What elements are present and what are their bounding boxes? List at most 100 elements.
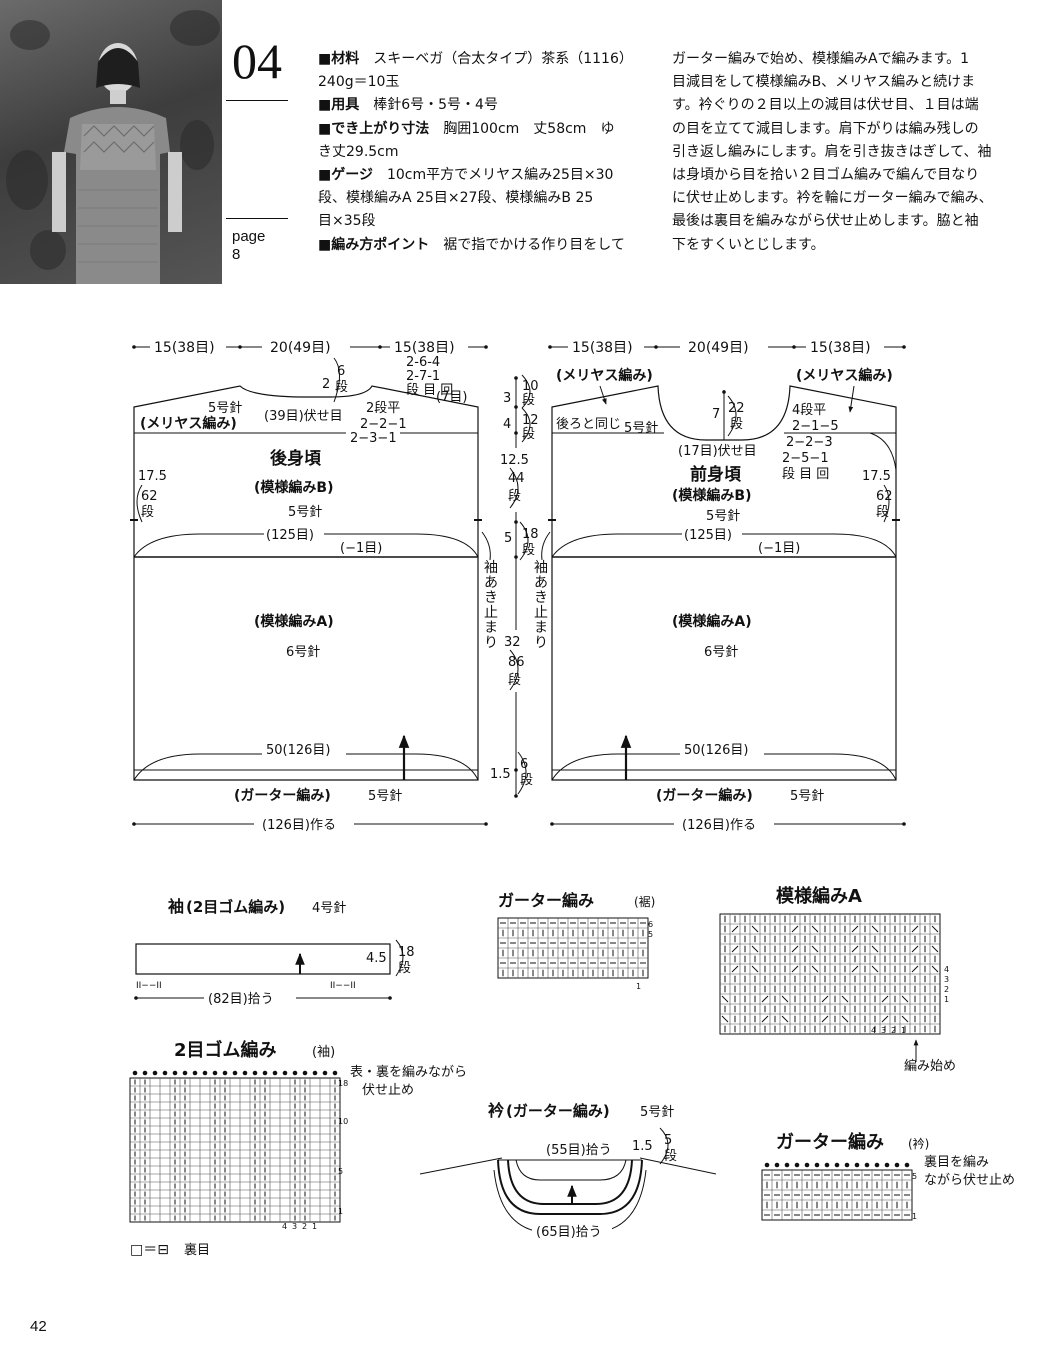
front-top-w2: 20(49目)	[688, 340, 749, 356]
page-label: page	[232, 228, 266, 245]
collar-sub: (ガーター編み)	[506, 1102, 610, 1120]
back-neck-2: 2	[322, 377, 330, 392]
front-neck-251: 2−5−1	[782, 451, 829, 466]
dim-3: 3	[503, 391, 511, 406]
materials-value: 段、模様編みA 25目×27段、模様編みB 25	[318, 190, 594, 207]
front-neck-223: 2−2−3	[786, 435, 833, 450]
chart-garter-hem-title: ガーター編み	[498, 891, 594, 910]
chart-garter-hem: ガーター編み (裾) 6 5 1	[497, 891, 655, 991]
materials-line: ■ゲージ 10cm平方でメリヤス編み25目×30	[318, 164, 648, 187]
materials-value: 裾で指でかける作り目をして	[443, 236, 625, 253]
rib-legend-eq: □＝⊟	[130, 1242, 169, 1258]
back-left-62: 62	[141, 489, 158, 504]
materials-label: ■編み方ポイント	[318, 236, 430, 253]
model-figure	[52, 43, 182, 284]
materials-line: 段、模様編みA 25目×27段、模様編みB 25	[318, 187, 648, 210]
patA-start: 編み始め	[904, 1058, 956, 1074]
front-body-diagram: 15(38目) 20(49目) 15(38目) (メリヤス編み) (メリヤス編み…	[548, 338, 906, 833]
pattern-number: 04	[232, 33, 282, 89]
materials-label: ■ゲージ	[318, 167, 373, 184]
chart-garter-collar-note1: 裏目を編み	[924, 1154, 989, 1170]
garter-hem-row-6: 6	[648, 920, 653, 929]
back-top-w1: 15(38目)	[154, 340, 215, 356]
back-shoulder-7: (7目)	[436, 390, 467, 405]
dim-5: 5	[504, 531, 512, 546]
back-neck-seq2: 2-7-1	[406, 369, 440, 384]
instruction-line: の目を立てて減目します。肩下がりは編み残しの	[672, 120, 979, 137]
front-garter: (ガーター編み)	[656, 787, 753, 804]
rib-col-2: 2	[302, 1222, 307, 1231]
materials-line: ■編み方ポイント 裾で指でかける作り目をして	[318, 234, 648, 257]
front-needle6: 6号針	[704, 645, 738, 660]
back-meriyasu: (メリヤス編み)	[140, 415, 237, 432]
header-rule-bottom	[226, 218, 288, 219]
dim-6-dan: 段	[520, 773, 533, 788]
front-st125: (125目)	[684, 528, 732, 543]
front-st50: 50(126目)	[684, 743, 749, 758]
model-photo	[0, 0, 222, 284]
chart-pattern-a-title: 模様編みA	[776, 885, 862, 907]
front-top-w1: 15(38目)	[572, 340, 633, 356]
patA-col-2: 2	[891, 1026, 896, 1035]
sleeve-edge-right: II−−II	[330, 981, 356, 991]
front-neck-215: 2−1−5	[792, 419, 839, 434]
materials-line: ■材料 スキーベガ（合太タイプ）茶系（1116）	[318, 48, 648, 71]
materials-label: ■でき上がり寸法	[318, 120, 430, 137]
rib-row-18: 18	[338, 1079, 348, 1088]
chart-rib-sub: (袖)	[312, 1045, 335, 1060]
back-neck-2dan: 2段平	[366, 401, 400, 416]
instruction-line: は身頃から目を拾い２目ゴム編みで編んで目なり	[672, 167, 980, 184]
dim-44: 44	[508, 471, 525, 486]
instruction-line: す。衿ぐりの２目以上の減目は伏せ目、１目は端	[672, 97, 979, 114]
patA-row-3: 3	[944, 975, 949, 984]
patA-row-1: 1	[944, 995, 949, 1004]
back-neck-dan: 段	[335, 380, 348, 395]
chart-garter-collar-note2: ながら伏せ止め	[924, 1173, 1015, 1188]
front-patA: (模様編みA)	[672, 613, 752, 630]
page-reference: page 8	[232, 228, 265, 264]
back-cast-on: (126目)作る	[262, 818, 336, 833]
dim-10-dan: 段	[522, 393, 535, 408]
dim-10: 10	[522, 379, 539, 394]
sleeve-title-sub: (2目ゴム編み)	[186, 898, 285, 916]
materials-line: 240g＝10玉	[318, 71, 648, 94]
materials-value: スキーベガ（合太タイプ）茶系（1116）	[373, 51, 633, 67]
materials-value: 10cm平方でメリヤス編み25目×30	[386, 167, 614, 184]
chart-pattern-a: 模様編みA 4 3 2 1 4 3 2 1 編み始め	[719, 885, 956, 1074]
garter-hem-row-5: 5	[648, 930, 653, 939]
front-neck-7: 7	[712, 407, 720, 422]
dim-86: 86	[508, 655, 525, 670]
dim-12: 12	[522, 413, 539, 428]
front-patB: (模様編みB)	[672, 487, 751, 504]
front-title: 前身頃	[690, 464, 742, 485]
rib-row-1: 1	[338, 1207, 343, 1216]
rib-col-1: 1	[312, 1222, 317, 1231]
front-neck-4dan: 4段平	[792, 403, 826, 418]
materials-line: ■でき上がり寸法 胸囲100cm 丈58cm ゆ	[318, 118, 648, 141]
armhole-char: あ	[534, 575, 548, 591]
armhole-char: あ	[484, 575, 498, 591]
front-garter-needle: 5号針	[790, 789, 824, 804]
back-left-dan: 段	[141, 505, 154, 520]
sleeve-diagram: 袖 (2目ゴム編み) 4号針 4.5 18 段 II−−II II−−II (8…	[134, 897, 415, 1007]
dim-86-dan: 段	[508, 673, 521, 688]
front-needle-top: 5号針	[624, 421, 658, 436]
patA-col-4: 4	[871, 1026, 876, 1035]
materials-value: き丈29.5cm	[318, 143, 399, 160]
sleeve-dan: 段	[398, 961, 411, 976]
front-neck-22: 22	[728, 401, 745, 416]
rib-col-4: 4	[282, 1222, 287, 1231]
sleeve-edge-left: II−−II	[136, 981, 162, 991]
patA-row-4: 4	[944, 965, 949, 974]
sleeve-needle: 4号針	[312, 901, 346, 916]
materials-label: ■材料	[318, 51, 360, 67]
sleeve-pickup: (82目)拾う	[208, 992, 274, 1007]
front-right-175: 17.5	[862, 469, 891, 484]
dim-4: 4	[503, 417, 511, 432]
collar-pick-top: (55目)拾う	[546, 1143, 612, 1158]
materials-line: 目×35段	[318, 210, 648, 233]
front-right-dan: 段	[876, 505, 889, 520]
